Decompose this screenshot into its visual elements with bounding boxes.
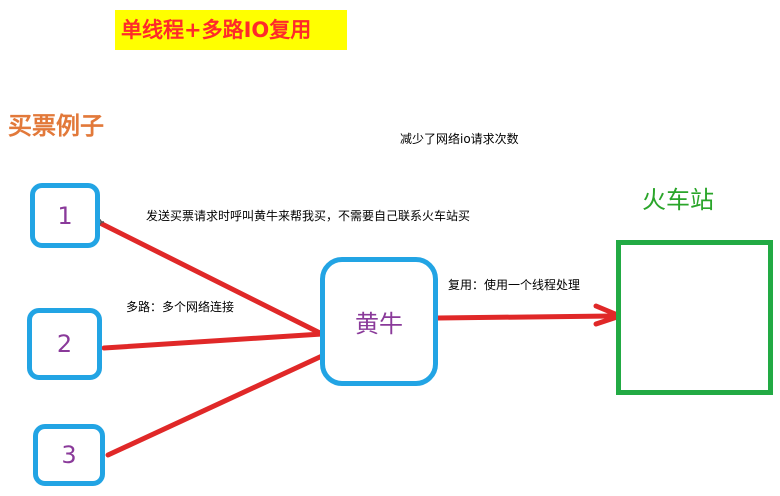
diagram-title: 单线程+多路IO复用 xyxy=(115,10,347,50)
note-reduce-io: 减少了网络io请求次数 xyxy=(400,132,519,146)
client-box-1: 1 xyxy=(30,183,100,248)
station-label: 火车站 xyxy=(642,186,714,214)
scalper-label: 黄牛 xyxy=(355,310,403,338)
client-box-3: 3 xyxy=(33,424,105,486)
client-label-2: 2 xyxy=(56,330,73,358)
line-client-3-to-scalper xyxy=(105,353,325,458)
scalper-box: 黄牛 xyxy=(320,257,438,386)
line-client-2-to-scalper xyxy=(101,331,325,351)
example-label: 买票例子 xyxy=(8,112,104,140)
note-request: 发送买票请求时呼叫黄牛来帮我买，不需要自己联系火车站买 xyxy=(146,209,471,223)
client-box-2: 2 xyxy=(27,308,102,380)
note-reuse: 复用：使用一个线程处理 xyxy=(448,278,581,292)
note-multiplex: 多路：多个网络连接 xyxy=(126,300,235,314)
client-label-1: 1 xyxy=(57,201,73,230)
line-client-1-to-scalper xyxy=(95,219,325,337)
line-scalper-to-station xyxy=(435,313,615,321)
station-box xyxy=(616,240,773,395)
client-label-3: 3 xyxy=(61,441,77,469)
